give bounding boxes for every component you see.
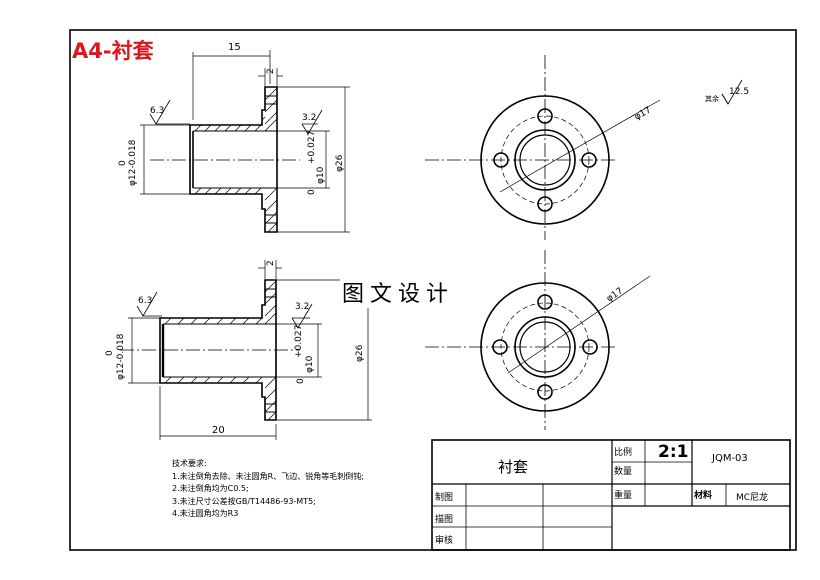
title-checked-label: 审核 bbox=[435, 536, 454, 546]
dim-bot-outer: φ26 bbox=[355, 344, 365, 362]
roughness-other-label: 其余 bbox=[705, 95, 719, 103]
sheet-title: A4-衬套 bbox=[72, 39, 154, 63]
title-quantity-label: 数量 bbox=[614, 467, 633, 477]
dim-bot-inner-tol: +0.027 bbox=[294, 324, 304, 358]
watermark-text: 图文设计 bbox=[340, 276, 457, 308]
dim-bot-bore: φ12-0.018 bbox=[116, 333, 126, 380]
dim-top-inner-zero: 0 bbox=[307, 189, 317, 195]
title-traced-label: 描图 bbox=[435, 515, 454, 525]
title-scale-label: 比例 bbox=[614, 448, 633, 458]
note-line-4: 4.未注圆角均为R3 bbox=[172, 509, 239, 518]
notes-heading: 技术要求: bbox=[172, 459, 207, 468]
title-drawing-number: JQM-03 bbox=[712, 453, 748, 464]
title-material-label: 材料 bbox=[694, 491, 713, 501]
dim-bot-inner-zero: 0 bbox=[296, 378, 306, 384]
bottom-end-view bbox=[425, 250, 651, 430]
note-line-1: 1.未注倒角去除、未注圆角R、飞边、锐角等毛刺倒钝; bbox=[172, 471, 364, 481]
dim-top-ra-left: 6.3 bbox=[150, 106, 165, 116]
dim-top-ra-right: 3.2 bbox=[302, 113, 317, 123]
dim-top-outer: φ26 bbox=[335, 154, 345, 172]
top-end-view bbox=[425, 55, 661, 240]
dim-top-inner-tol: +0.027 bbox=[307, 130, 317, 164]
dim-roughness-general: 12.5 bbox=[729, 87, 750, 97]
dim-bot-ra-left: 6.3 bbox=[138, 296, 153, 306]
title-drawn-label: 制图 bbox=[435, 493, 454, 503]
dim-bot-flange: 2 bbox=[266, 260, 276, 266]
title-material-value: MC尼龙 bbox=[736, 493, 769, 503]
dim-bot-ra-right: 3.2 bbox=[295, 302, 310, 312]
dim-top-bore: φ12-0.018 bbox=[128, 139, 138, 186]
title-scale-value: 2:1 bbox=[658, 442, 689, 462]
dim-bot-bore-zero: 0 bbox=[105, 350, 115, 356]
dim-bot-inner: φ10 bbox=[305, 355, 315, 373]
dim-top-inner: φ10 bbox=[316, 166, 326, 184]
note-line-2: 2.未注倒角均为C0.5; bbox=[172, 484, 249, 493]
bottom-section-view bbox=[120, 260, 372, 440]
general-roughness-symbol bbox=[721, 79, 743, 105]
title-part-name: 衬套 bbox=[498, 458, 529, 476]
note-line-3: 3.未注尺寸公差按GB/T14486-93-MT5; bbox=[172, 496, 316, 506]
dim-bot-length: 20 bbox=[212, 425, 225, 436]
technical-notes: 技术要求: 1.未注倒角去除、未注圆角R、飞边、锐角等毛刺倒钝; 2.未注倒角均… bbox=[172, 458, 364, 521]
top-section-view bbox=[140, 50, 350, 233]
title-block bbox=[431, 439, 791, 551]
dim-top-length: 15 bbox=[228, 42, 241, 53]
title-weight-label: 重量 bbox=[614, 491, 633, 501]
dim-top-flange: 2 bbox=[266, 68, 276, 74]
dim-top-bore-zero: 0 bbox=[118, 160, 128, 166]
